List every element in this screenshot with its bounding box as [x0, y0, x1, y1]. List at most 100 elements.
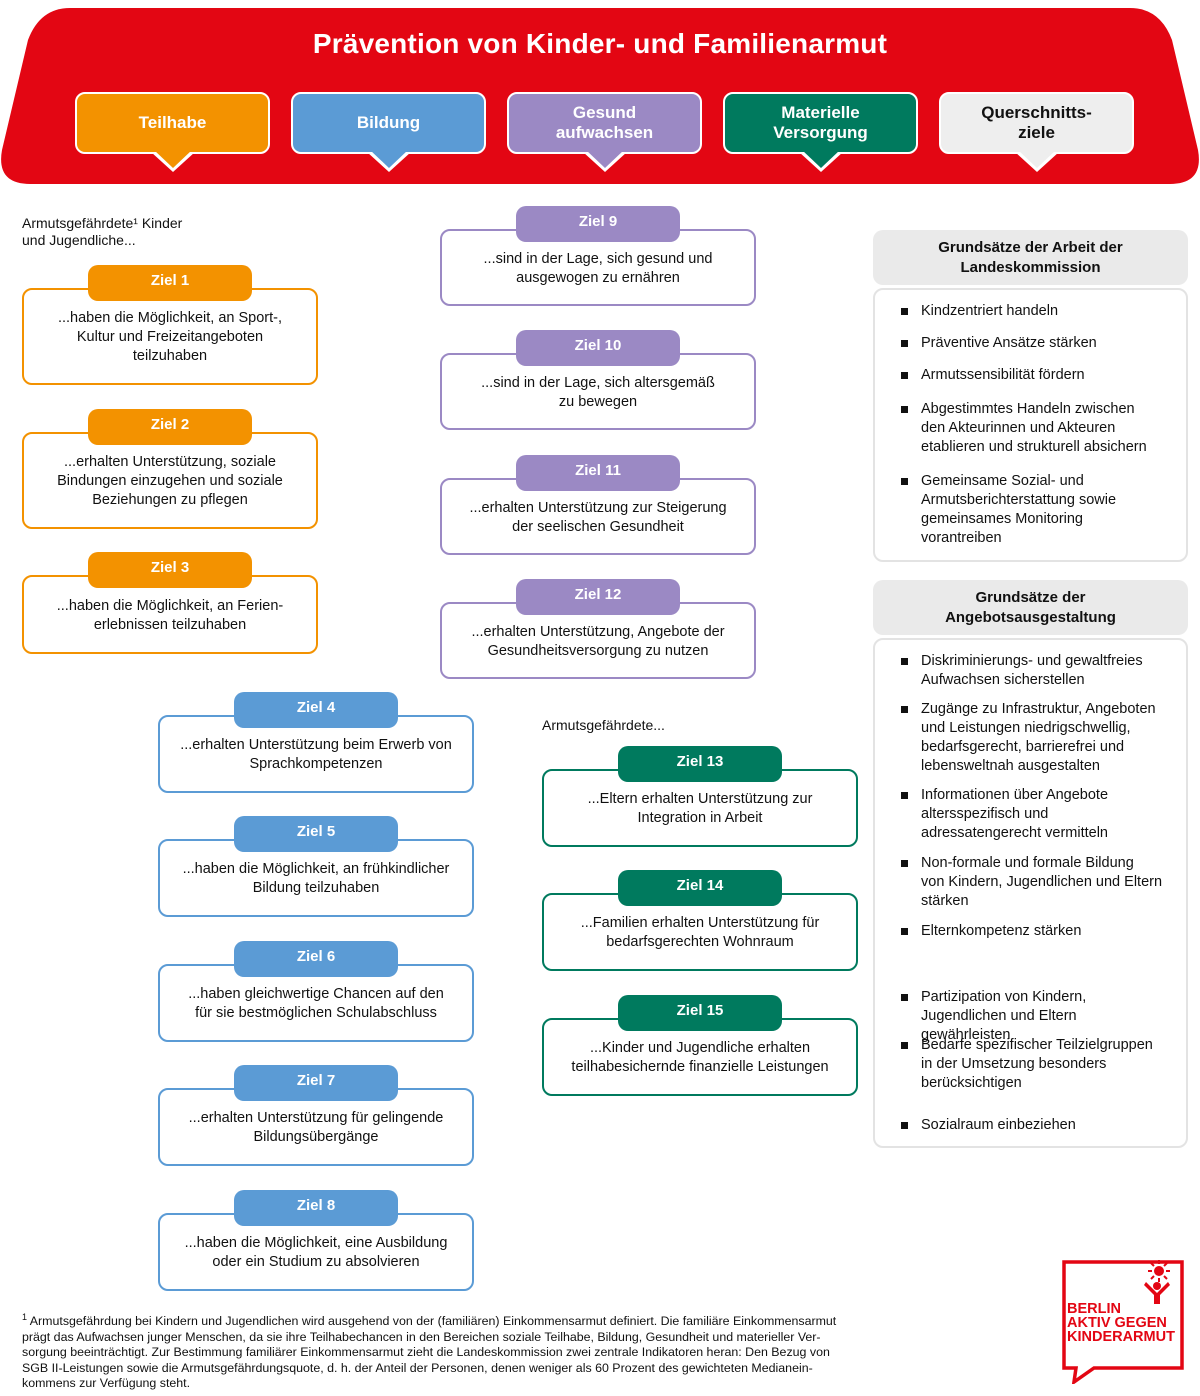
- principle-text: Kindzentriert handeln: [921, 303, 1059, 319]
- principle-item: Armutssensibilität fördern: [901, 366, 1182, 385]
- category-pointer-fill-icon: [153, 150, 192, 168]
- goal-text: ...erhalten Unterstützung, soziale Bindu…: [57, 454, 283, 508]
- goal-label: Ziel 6: [234, 941, 398, 977]
- goal-text: ...sind in der Lage, sich gesund und aus…: [483, 250, 713, 286]
- principle-item: Informationen über Angebote altersspezif…: [901, 786, 1182, 843]
- goal-box: ...erhalten Unterstützung, soziale Bindu…: [22, 432, 318, 529]
- category-tab: Gesund aufwachsen: [507, 92, 702, 172]
- goal-card: Ziel 3 ...haben die Möglichkeit, an Ferie…: [22, 552, 318, 654]
- footnote: 1 Armutsgefährdung bei Kindern und Jugen…: [22, 1310, 1037, 1392]
- principle-text: Gemeinsame Sozial- und Armutsberichterst…: [921, 473, 1117, 546]
- goal-text: ...haben gleichwertige Chancen auf den f…: [188, 986, 444, 1021]
- logo-text: BERLIN AKTIV GEGEN KINDERARMUT: [1067, 1301, 1175, 1345]
- goal-card: Ziel 12...erhalten Unterstützung, Angebo…: [440, 579, 756, 679]
- category-pointer-fill-icon: [585, 150, 624, 168]
- bullet-icon: [901, 792, 908, 799]
- goal-card: Ziel 6 ...haben gleichwertige Chancen auf…: [158, 941, 474, 1042]
- category-tab: Materielle Versorgung: [723, 92, 918, 172]
- goal-text: ...haben die Möglichkeit, an Ferien- erl…: [56, 597, 284, 633]
- bullet-icon: [901, 340, 908, 347]
- principle-item: Gemeinsame Sozial- und Armutsberichterst…: [901, 472, 1182, 548]
- goal-text: ...sind in der Lage, sich altersgemäß zu…: [481, 374, 715, 410]
- principle-item: Abgestimmtes Handeln zwischen den Akteur…: [901, 400, 1182, 457]
- goal-text: ...haben die Möglichkeit, an Sport-, Kul…: [57, 310, 283, 364]
- category-tab: Teilhabe: [75, 92, 270, 172]
- goal-card: Ziel 7 ...erhalten Unterstützung für geli…: [158, 1065, 474, 1166]
- berlin-logo: BERLIN AKTIV GEGEN KINDERARMUT: [1060, 1258, 1186, 1386]
- goal-card: Ziel 2 ...erhalten Unterstützung, soziale…: [22, 409, 318, 529]
- page-title: Prävention von Kinder- und Familienarmut: [312, 28, 888, 59]
- principle-item: Präventive Ansätze stärken: [901, 334, 1182, 353]
- goal-text: ...Kinder und Jugendliche erhalten teilh…: [571, 1040, 829, 1075]
- principles-work-panel: Grundsätze der Arbeit der Landeskommissi…: [873, 230, 1188, 562]
- goal-label: Ziel 4: [234, 692, 398, 728]
- principles-work-title: Grundsätze der Arbeit der Landeskommissi…: [873, 230, 1188, 285]
- principle-item: Sozialraum einbeziehen: [901, 1116, 1182, 1135]
- category-label: Materielle Versorgung: [773, 103, 868, 142]
- goal-box: ...haben die Möglichkeit, eine Ausbildun…: [158, 1213, 474, 1291]
- principle-text: Partizipation von Kindern, Jugendlichen …: [921, 989, 1087, 1043]
- category-label: Gesund aufwachsen: [555, 103, 654, 142]
- principle-text: Zugänge zu Infrastruktur, Angeboten und …: [921, 701, 1156, 774]
- principle-text: Non-formale und formale Bildung von Kind…: [921, 855, 1163, 909]
- bullet-icon: [901, 928, 908, 935]
- category-label: Querschnitts- ziele: [981, 103, 1092, 142]
- goal-text: ...erhalten Unterstützung für gelingende…: [188, 1110, 444, 1145]
- intro-children: Armutsgefährdete¹ Kinder und Jugendliche…: [22, 215, 183, 248]
- principle-item: Elternkompetenz stärken: [901, 922, 1182, 941]
- principles-offer-title: Grundsätze der Angebotsausgestaltung: [873, 580, 1188, 635]
- goal-box: ...sind in der Lage, sich altersgemäß zu…: [440, 353, 756, 430]
- goal-text: ...Eltern erhalten Unterstützung zur Int…: [587, 791, 813, 826]
- goal-label: Ziel 1: [88, 265, 252, 301]
- goal-label: Ziel 12: [516, 579, 680, 615]
- goal-label: Ziel 7: [234, 1065, 398, 1101]
- goal-card: Ziel 1 ...haben die Möglichkeit, an Sport…: [22, 265, 318, 385]
- goal-label: Ziel 2: [88, 409, 252, 445]
- footnote-marker: 1: [22, 1312, 28, 1322]
- goal-card: Ziel 15 ...Kinder und Jugendliche erhalte…: [542, 995, 858, 1096]
- goal-box: ...haben die Möglichkeit, an Ferien- erl…: [22, 575, 318, 654]
- principle-text: Bedarfe spezifischer Teilzielgruppen in …: [921, 1037, 1153, 1091]
- principle-item: Diskriminierungs- und gewaltfreies Aufwa…: [901, 652, 1182, 690]
- category-pointer-fill-icon: [369, 150, 408, 168]
- goal-label: Ziel 5: [234, 816, 398, 852]
- goal-label: Ziel 15: [618, 995, 782, 1031]
- goal-card: Ziel 10...sind in der Lage, sich altersg…: [440, 330, 756, 430]
- bullet-icon: [901, 372, 908, 379]
- goal-label: Ziel 3: [88, 552, 252, 588]
- bullet-icon: [901, 658, 908, 665]
- bullet-icon: [901, 994, 908, 1001]
- bullet-icon: [901, 860, 908, 867]
- footnote-text: Armutsgefährdung bei Kindern und Jugendl…: [22, 1314, 837, 1391]
- category-label: Bildung: [356, 113, 421, 132]
- category-pointer-fill-icon: [1017, 150, 1056, 168]
- goal-text: ...erhalten Unterstützung beim Erwerb vo…: [180, 737, 452, 772]
- goal-label: Ziel 11: [516, 455, 680, 491]
- goal-label: Ziel 8: [234, 1190, 398, 1226]
- principle-text: Informationen über Angebote altersspezif…: [921, 787, 1109, 841]
- goal-card: Ziel 8 ...haben die Möglichkeit, eine Aus…: [158, 1190, 474, 1291]
- principle-text: Diskriminierungs- und gewaltfreies Aufwa…: [921, 653, 1143, 688]
- principle-item: Kindzentriert handeln: [901, 302, 1182, 321]
- goal-box: ...haben gleichwertige Chancen auf den f…: [158, 964, 474, 1042]
- principle-item: Partizipation von Kindern, Jugendlichen …: [901, 988, 1182, 1045]
- goal-label: Ziel 9: [516, 206, 680, 242]
- principles-offer-panel: Grundsätze der Angebotsausgestaltung Dis…: [873, 580, 1188, 1148]
- category-pointer-fill-icon: [801, 150, 840, 168]
- goal-text: ...haben die Möglichkeit, eine Ausbildun…: [184, 1235, 448, 1270]
- principle-item: Zugänge zu Infrastruktur, Angeboten und …: [901, 700, 1182, 776]
- goal-card: Ziel 11...erhalten Unterstützung zur Ste…: [440, 455, 756, 555]
- goal-card: Ziel 4 ...erhalten Unterstützung beim Erw…: [158, 692, 474, 793]
- goal-box: ...Kinder und Jugendliche erhalten teilh…: [542, 1018, 858, 1096]
- category-label: Teilhabe: [138, 113, 207, 132]
- goal-card: Ziel 5...haben die Möglichkeit, an frühk…: [158, 816, 474, 917]
- goal-box: ...haben die Möglichkeit, an Sport-, Kul…: [22, 288, 318, 385]
- goal-box: ...erhalten Unterstützung für gelingende…: [158, 1088, 474, 1166]
- category-tab: Bildung: [291, 92, 486, 172]
- goal-card: Ziel 9 ...sind in der Lage, sich gesund u…: [440, 206, 756, 306]
- principle-text: Sozialraum einbeziehen: [921, 1117, 1076, 1133]
- principles-offer-list: Diskriminierungs- und gewaltfreies Aufwa…: [873, 638, 1188, 1148]
- goal-text: ...Familien erhalten Unterstützung für b…: [580, 915, 820, 950]
- bullet-icon: [901, 1042, 908, 1049]
- category-tab: Querschnitts- ziele: [939, 92, 1134, 172]
